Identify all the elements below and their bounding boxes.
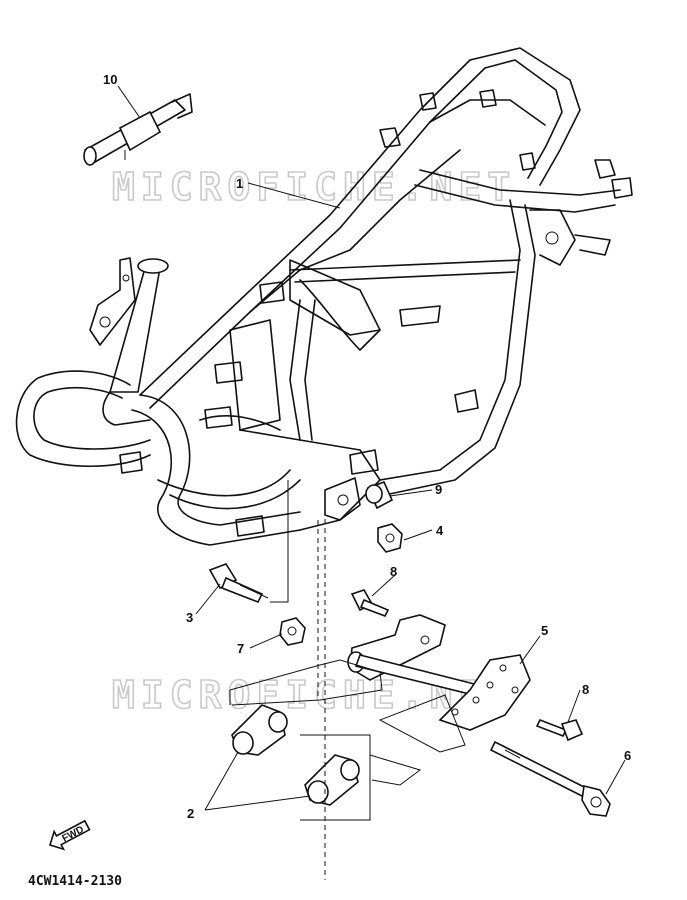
callout-8-lower: 8	[582, 682, 589, 697]
leader-lines	[117, 85, 626, 811]
engine-bracket-plate	[347, 614, 500, 701]
callout-5: 5	[541, 623, 548, 638]
part-8-bolt-upper	[350, 589, 390, 618]
callout-labels: 1 2 3 4 5 6 7 8 8 9 10	[103, 72, 631, 821]
part-4-nut	[377, 523, 403, 553]
callout-9: 9	[435, 482, 442, 497]
callout-6: 6	[624, 748, 631, 763]
callout-1: 1	[236, 176, 243, 191]
callout-8-upper: 8	[390, 564, 397, 579]
assembly-guides	[229, 480, 466, 880]
part-6-long-bolt	[489, 740, 611, 817]
callout-4: 4	[436, 523, 444, 538]
callout-7: 7	[237, 641, 244, 656]
callout-3: 3	[186, 610, 193, 625]
part-5-bracket	[438, 654, 531, 731]
watermark-top: MICROFICHE.NET	[112, 165, 516, 209]
part-9-damper	[365, 480, 394, 510]
part-8-bolt-lower	[535, 718, 584, 742]
fwd-arrow: FWD	[49, 819, 91, 851]
part-2-mount-bushings	[231, 704, 360, 806]
part-7-nut	[279, 617, 306, 646]
part-10-clamp	[83, 93, 193, 166]
diagram-code: 4CW1414-2130	[28, 874, 122, 889]
callout-2: 2	[187, 806, 194, 821]
fwd-label: FWD	[60, 824, 85, 844]
callout-10: 10	[103, 72, 117, 87]
frame-assembly	[15, 47, 633, 546]
part-3-bolt	[208, 563, 269, 604]
